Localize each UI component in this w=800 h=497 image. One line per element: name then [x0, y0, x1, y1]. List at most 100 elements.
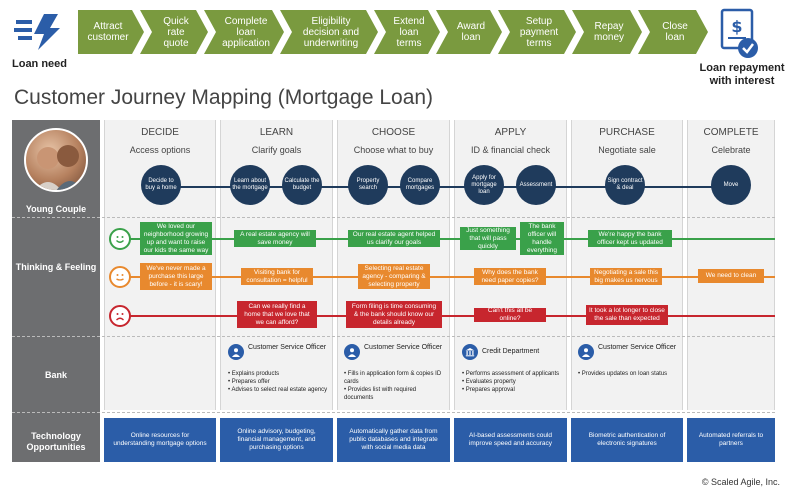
- technology-opportunity: Automated referrals to partners: [687, 418, 775, 462]
- value-stream-step: Extend loan terms: [374, 10, 440, 54]
- invoice-check-icon: $: [720, 8, 758, 58]
- bank-actions: Provides updates on loan status: [578, 370, 682, 378]
- negative-note: Can we really find a home that we love t…: [237, 301, 317, 328]
- value-stream-step: Close loan: [638, 10, 708, 54]
- row-label-thinking: Thinking & Feeling: [15, 262, 97, 272]
- bank-action: Advises to select real estate agency: [228, 386, 328, 394]
- technology-opportunity: Online resources for understanding mortg…: [104, 418, 216, 462]
- positive-note: We loved our neighborhood growing up and…: [140, 222, 212, 255]
- positive-note: We're happy the bank officer kept us upd…: [588, 230, 672, 247]
- value-stream-step: Repay money: [572, 10, 642, 54]
- neutral-face-icon: [109, 266, 131, 288]
- negative-note: Can't this all be online?: [474, 307, 546, 322]
- journey-step: Apply for mortgage loan: [464, 165, 504, 205]
- page-title: Customer Journey Mapping (Mortgage Loan): [14, 86, 434, 109]
- sad-face-icon: [109, 305, 131, 327]
- neutral-lane: [120, 276, 775, 278]
- lightning-speed-icon: [14, 14, 60, 50]
- bank-role: Credit Department: [462, 344, 562, 360]
- bank-action: Performs assessment of applicants: [462, 370, 562, 378]
- bank-action: Evaluates property: [462, 378, 562, 386]
- row-divider: [12, 217, 775, 218]
- bank-role: Customer Service Officer: [344, 344, 444, 360]
- neutral-note: We need to clean: [698, 269, 764, 283]
- positive-note: A real estate agency will save money: [234, 230, 316, 247]
- loan-repayment-label: Loan repayment with interest: [699, 62, 785, 87]
- stage-subtitle: Choose what to buy: [353, 145, 434, 155]
- stage-title: COMPLETE: [703, 127, 759, 138]
- journey-step: Decide to buy a home: [141, 165, 181, 205]
- bank-action: Explains products: [228, 370, 328, 378]
- value-stream-step: Attract customer: [78, 10, 144, 54]
- technology-opportunity: AI-based assessments could improve speed…: [454, 418, 567, 462]
- positive-lane: [120, 238, 775, 240]
- bank-actions: Fills in application form & copies ID ca…: [344, 370, 446, 402]
- happy-face-icon: [109, 228, 131, 250]
- stage-title: PURCHASE: [599, 127, 655, 138]
- person-icon: [344, 344, 360, 360]
- bank-role-label: Customer Service Officer: [248, 344, 327, 351]
- row-divider: [12, 412, 775, 413]
- stage-title: LEARN: [259, 127, 294, 138]
- bank-role-label: Credit Department: [482, 348, 540, 355]
- row-label-bank: Bank: [44, 370, 67, 380]
- technology-opportunity: Online advisory, budgeting, financial ma…: [220, 418, 333, 462]
- value-stream-step: Complete loan application: [204, 10, 284, 54]
- value-stream-step: Quick rate quote: [140, 10, 208, 54]
- neutral-note: Negotiating a sale this big makes us ner…: [590, 268, 662, 285]
- stage-column-apply: [454, 120, 567, 410]
- stage-subtitle: Access options: [129, 145, 191, 155]
- couple-photo: [24, 128, 88, 192]
- positive-note: Just something that will pass quickly: [460, 227, 516, 250]
- journey-step: Move: [711, 165, 751, 205]
- bank-action: Provides list with required documents: [344, 386, 446, 402]
- neutral-note: We've never made a purchase this large b…: [140, 263, 212, 290]
- neutral-note: Selecting real estate agency - comparing…: [358, 264, 430, 289]
- journey-step: Learn about the mortgage: [230, 165, 270, 205]
- negative-lane: [120, 315, 775, 317]
- bank-role-label: Customer Service Officer: [598, 344, 677, 351]
- neutral-note: Visiting bank for consultation = helpful: [241, 268, 313, 285]
- loan-need-label: Loan need: [12, 58, 68, 70]
- stage-subtitle: ID & financial check: [470, 145, 551, 155]
- stage-title: CHOOSE: [371, 127, 416, 138]
- bank-action: Prepares offer: [228, 378, 328, 386]
- building-icon: [462, 344, 478, 360]
- row-label-technology: Technology Opportunities: [26, 431, 86, 452]
- neutral-note: Why does the bank need paper copies?: [474, 268, 546, 285]
- row-label-persona: Young Couple: [25, 204, 87, 214]
- stage-column-learn: [220, 120, 333, 410]
- bank-action: Fills in application form & copies ID ca…: [344, 370, 446, 386]
- person-icon: [578, 344, 594, 360]
- journey-step: Property search: [348, 165, 388, 205]
- journey-step: Assessment: [516, 165, 556, 205]
- copyright: © Scaled Agile, Inc.: [701, 477, 780, 487]
- bank-action: Provides updates on loan status: [578, 370, 682, 378]
- stage-title: APPLY: [494, 127, 527, 138]
- value-stream-step: Setup payment terms: [498, 10, 576, 54]
- stage-column-complete: [687, 120, 775, 410]
- stage-subtitle: Clarify goals: [251, 145, 302, 155]
- bank-action: Prepares approval: [462, 386, 562, 394]
- svg-text:$: $: [731, 17, 742, 36]
- stage-title: DECIDE: [141, 127, 179, 138]
- stage-subtitle: Negotiate sale: [598, 145, 656, 155]
- negative-note: Form filing is time consuming & the bank…: [346, 301, 442, 328]
- stage-column-purchase: [571, 120, 683, 410]
- person-icon: [228, 344, 244, 360]
- row-divider: [12, 336, 775, 337]
- journey-step: Compare mortgages: [400, 165, 440, 205]
- value-stream-step: Award loan: [436, 10, 502, 54]
- negative-note: It took a lot longer to close the sale t…: [586, 305, 668, 325]
- value-stream-step: Eligibility decision and underwriting: [280, 10, 378, 54]
- bank-actions: Explains products Prepares offer Advises…: [228, 370, 328, 394]
- technology-opportunity: Biometric authentication of electronic s…: [571, 418, 683, 462]
- bank-role: Customer Service Officer: [228, 344, 328, 360]
- positive-note: Our real estate agent helped us clarify …: [348, 230, 440, 247]
- bank-role-label: Customer Service Officer: [364, 344, 443, 351]
- journey-line: [150, 186, 740, 188]
- bank-actions: Performs assessment of applicants Evalua…: [462, 370, 562, 394]
- journey-step: Sign contract & deal: [605, 165, 645, 205]
- bank-role: Customer Service Officer: [578, 344, 678, 360]
- stage-subtitle: Celebrate: [711, 145, 751, 155]
